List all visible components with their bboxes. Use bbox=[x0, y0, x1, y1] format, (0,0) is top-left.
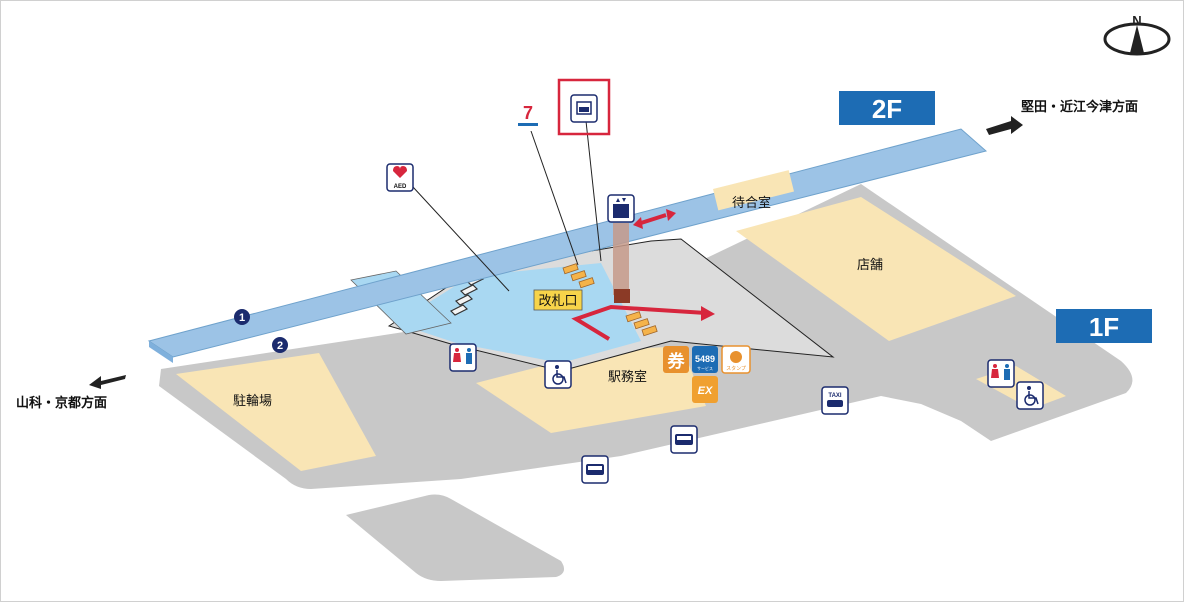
wheelchair-icon bbox=[544, 360, 572, 389]
route-arrow-elevator bbox=[640, 213, 667, 225]
svg-text:7: 7 bbox=[523, 103, 533, 123]
west-arrow bbox=[89, 375, 126, 389]
platform-2-marker bbox=[272, 337, 288, 353]
elevator-shaft bbox=[613, 223, 629, 295]
bicycle-parking-area bbox=[176, 353, 376, 471]
elevator-icon bbox=[607, 194, 635, 223]
svg-text:スタンプ: スタンプ bbox=[726, 365, 746, 372]
ticket-gates-upper bbox=[562, 263, 595, 289]
waiting-room-area bbox=[713, 170, 795, 211]
convenience-store-icon: 7 bbox=[516, 100, 540, 131]
compass-icon: N bbox=[1103, 13, 1171, 56]
service-5489-icon: 5489 サービス bbox=[692, 346, 718, 373]
paid-area bbox=[396, 263, 641, 363]
stamp-icon: スタンプ bbox=[721, 345, 751, 374]
floor-1f-badge bbox=[1056, 309, 1152, 343]
ticket-icon: 券 bbox=[663, 346, 689, 373]
svg-text:5489: 5489 bbox=[695, 354, 715, 364]
aed-icon: AED bbox=[386, 163, 414, 192]
floor-1f-label: 1F bbox=[1089, 312, 1119, 342]
svg-text:サービス: サービス bbox=[697, 365, 713, 371]
ticket-gate-badge bbox=[533, 289, 583, 311]
floor-2f-label: 2F bbox=[872, 94, 902, 124]
platform-1-number: 1 bbox=[239, 312, 245, 324]
waiting-area-icon bbox=[557, 78, 611, 136]
east-arrow bbox=[986, 116, 1023, 135]
elevator-car bbox=[614, 289, 630, 303]
bus-icon bbox=[670, 425, 698, 454]
platform-strip-edge bbox=[149, 341, 173, 363]
east-direction-label: 堅田・近江今津方面 bbox=[1021, 99, 1138, 115]
parking-lot-area bbox=[346, 494, 565, 581]
route-arrow-gate-head bbox=[701, 306, 715, 321]
svg-text:TAXI: TAXI bbox=[828, 393, 842, 399]
svg-text:EX: EX bbox=[698, 385, 713, 397]
shop-area bbox=[736, 197, 1016, 341]
waiting-room-label: 待合室 bbox=[732, 195, 771, 211]
bicycle-parking-label: 駐輪場 bbox=[233, 393, 272, 409]
ex-icon: EX bbox=[692, 376, 718, 403]
platform-1-marker bbox=[234, 309, 250, 325]
route-arrow-elevator-tail bbox=[633, 217, 643, 229]
taxi-icon: TAXI bbox=[821, 386, 849, 415]
svg-text:券: 券 bbox=[667, 351, 686, 372]
svg-text:N: N bbox=[1132, 13, 1141, 28]
station-office-label: 駅務室 bbox=[608, 369, 647, 385]
floor-2f-badge bbox=[839, 91, 935, 125]
bus-icon bbox=[581, 455, 609, 484]
ticket-gate-label: 改札口 bbox=[538, 294, 577, 309]
leader-lines bbox=[412, 120, 602, 292]
wheelchair-icon bbox=[1016, 381, 1044, 410]
platform-2-number: 2 bbox=[277, 340, 283, 352]
west-direction-label: 山科・京都方面 bbox=[16, 395, 107, 411]
station-office-area bbox=[476, 346, 706, 433]
route-arrow-gate bbox=[571, 304, 707, 341]
shop-label: 店舗 bbox=[857, 258, 883, 273]
ticket-gates-lower bbox=[625, 311, 658, 337]
restroom-icon bbox=[449, 343, 477, 372]
restroom-icon bbox=[987, 359, 1015, 388]
svg-text:AED: AED bbox=[394, 184, 407, 190]
route-arrow-elevator-head bbox=[666, 209, 676, 221]
